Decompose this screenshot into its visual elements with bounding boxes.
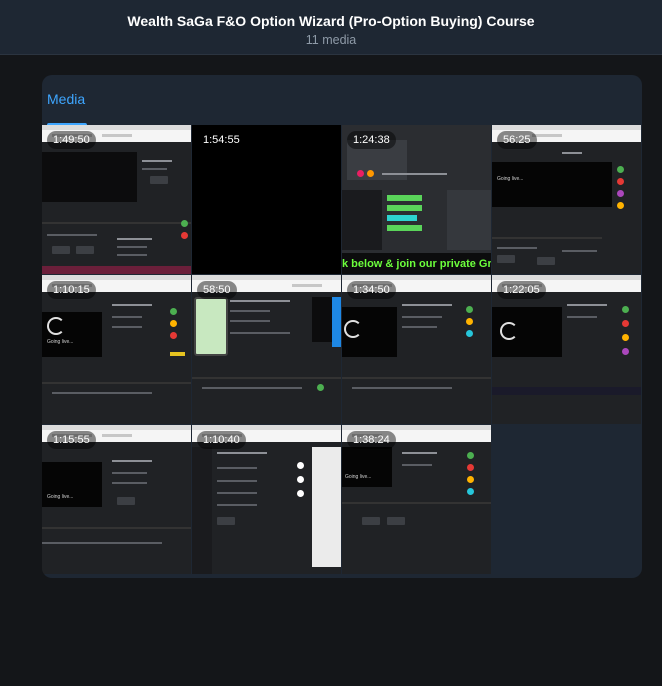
media-duration: 1:15:55 bbox=[47, 431, 96, 449]
media-item[interactable]: 1:54:55 bbox=[192, 125, 341, 274]
media-duration: 1:34:50 bbox=[347, 281, 396, 299]
media-item[interactable]: Going live... 56:25 bbox=[492, 125, 641, 274]
media-item[interactable]: 58:50 bbox=[192, 275, 341, 424]
media-duration: 1:38:24 bbox=[347, 431, 396, 449]
media-grid: 1:49:50 1:54:55 k below & join our priva… bbox=[42, 125, 642, 575]
preview-status: Going live... bbox=[497, 176, 524, 182]
preview-status: Going live... bbox=[47, 339, 74, 345]
preview-status: Going live... bbox=[345, 474, 372, 480]
media-duration: 1:10:40 bbox=[197, 431, 246, 449]
media-duration: 56:25 bbox=[497, 131, 537, 149]
tab-media-indicator bbox=[47, 123, 87, 126]
media-item[interactable]: Going live... 1:15:55 bbox=[42, 425, 191, 574]
media-duration: 1:54:55 bbox=[197, 131, 246, 149]
media-duration: 1:49:50 bbox=[47, 131, 96, 149]
media-item[interactable]: k below & join our private Group & ge 1:… bbox=[342, 125, 491, 274]
media-duration: 1:10:15 bbox=[47, 281, 96, 299]
media-count: 11 media bbox=[305, 33, 357, 47]
media-item[interactable]: 1:34:50 bbox=[342, 275, 491, 424]
overlay-caption: k below & join our private Group & ge bbox=[342, 258, 491, 270]
media-item[interactable]: Going live... 1:38:24 bbox=[342, 425, 491, 574]
media-panel: Media 1:49:50 bbox=[42, 75, 642, 578]
chat-header: Wealth SaGa F&O Option Wizard (Pro-Optio… bbox=[0, 0, 662, 55]
media-item[interactable]: 1:10:40 bbox=[192, 425, 341, 574]
tab-media[interactable]: Media bbox=[47, 91, 86, 107]
media-item[interactable]: 1:22:05 bbox=[492, 275, 641, 424]
media-duration: 58:50 bbox=[197, 281, 237, 299]
media-duration: 1:24:38 bbox=[347, 131, 396, 149]
media-item[interactable]: Going live... 1:10:15 bbox=[42, 275, 191, 424]
channel-title: Wealth SaGa F&O Option Wizard (Pro-Optio… bbox=[127, 13, 535, 29]
preview-status: Going live... bbox=[47, 494, 74, 500]
media-item[interactable]: 1:49:50 bbox=[42, 125, 191, 274]
media-duration: 1:22:05 bbox=[497, 281, 546, 299]
